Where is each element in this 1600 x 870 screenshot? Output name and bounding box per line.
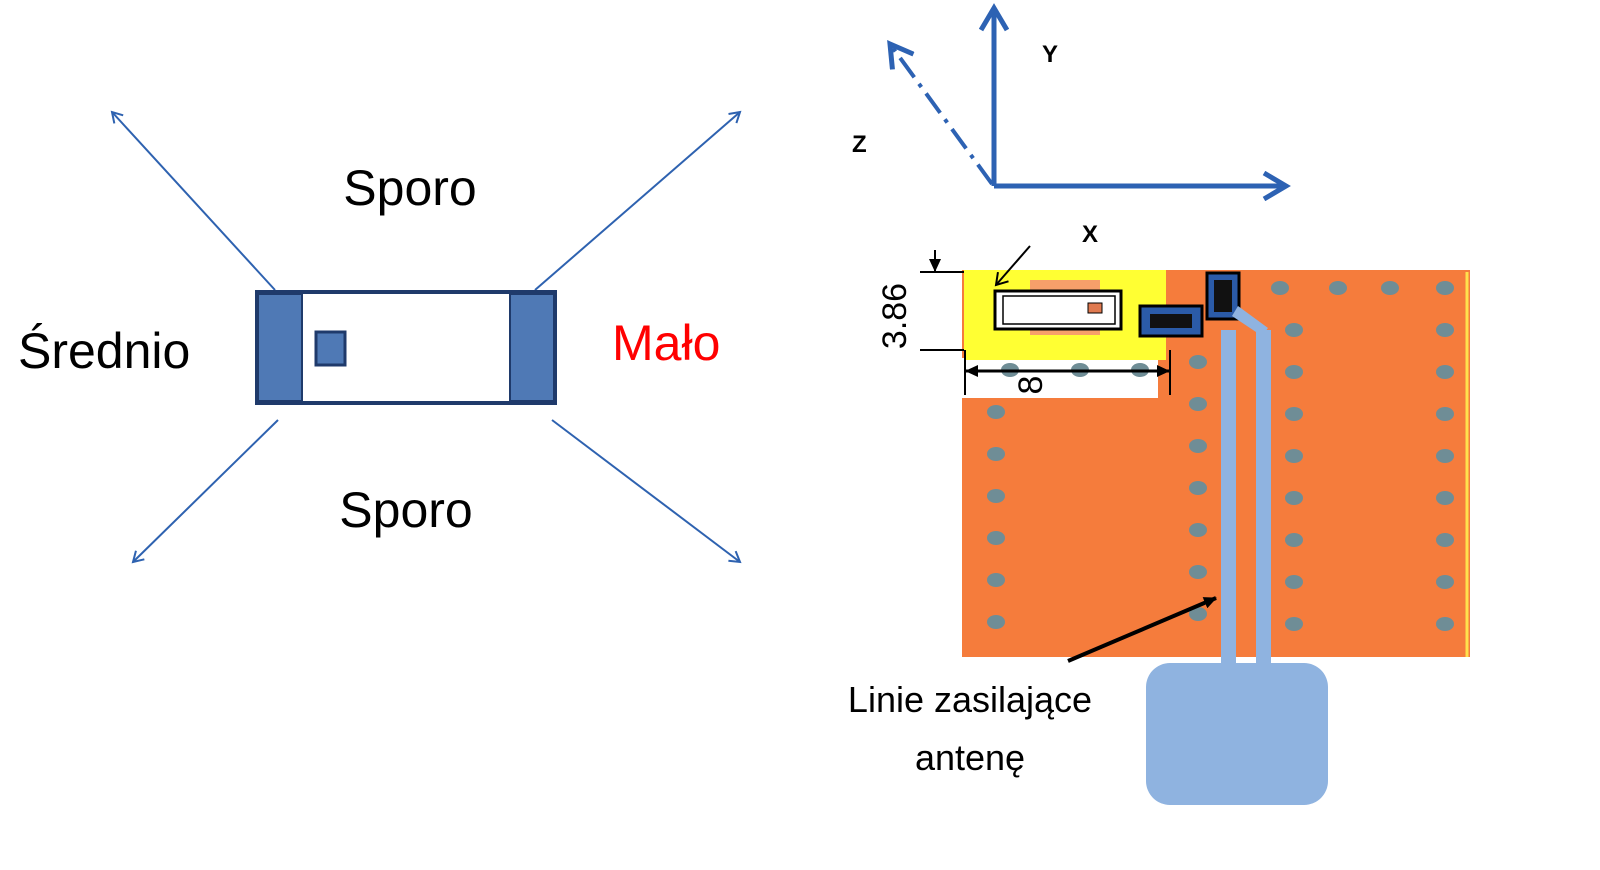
via-dot [1285,617,1303,631]
via-dot [987,447,1005,461]
via-dot [1436,407,1454,421]
via-dot [1189,397,1207,411]
via-dot [1436,323,1454,337]
via-dot [1329,281,1347,295]
radiation-arrow-top-left [110,110,276,291]
radiation-arrow-bottom-right [551,419,742,564]
radiation-arrow-top-right [534,110,742,291]
feed-line-right [1256,330,1271,665]
feed-line-left [1221,330,1236,665]
left-diagram: Sporo Sporo Średnio Mało [18,110,742,564]
axis-label-z: Z [852,131,867,158]
dimension-height: 3.86 [876,250,964,351]
label-right: Mało [612,315,720,371]
axis-label-y: Y [1042,41,1058,68]
via-dot [987,405,1005,419]
via-dot [1436,533,1454,547]
right-diagram: Y Z X 3.86 [848,8,1470,805]
via-dot [1189,355,1207,369]
via-dot [1285,323,1303,337]
z-axis-arrow [890,44,994,186]
label-left: Średnio [18,322,190,379]
via-dot [1285,365,1303,379]
via-dot [1189,565,1207,579]
chip-marker [314,330,347,367]
matching-component-1-body [1150,314,1192,328]
axis-label-x: X [1082,221,1098,248]
vias [987,281,1454,631]
via-dot [1189,439,1207,453]
via-dot [987,573,1005,587]
via-dot [1189,607,1207,621]
dimension-width: 8 [964,350,1171,395]
via-dot [1436,449,1454,463]
dimension-width-value: 8 [1012,376,1050,395]
matching-component-2-body [1214,280,1232,312]
radiation-arrow-bottom-left [131,419,279,564]
via-dot [1271,281,1289,295]
antenna-chip-mark [1087,302,1103,314]
feed-pointer-arrow [1067,596,1217,663]
antenna-pointer-arrow [994,245,1031,287]
chip-terminal-right [509,293,555,402]
via-dot [1285,407,1303,421]
via-dot [987,531,1005,545]
caption-line-1: Linie zasilające [848,679,1092,720]
via-dot [1285,491,1303,505]
label-top: Sporo [343,160,476,216]
via-dot [1189,523,1207,537]
via-dot [1436,617,1454,631]
keepout-notch [958,358,1158,398]
dimension-height-value: 3.86 [876,283,914,349]
via-dot [1285,449,1303,463]
via-dot [1436,365,1454,379]
feed-bend [1232,306,1268,336]
caption-line-2: antenę [915,737,1025,778]
connector-pad [1146,663,1328,805]
via-dot [1285,575,1303,589]
via-dot [1436,281,1454,295]
via-dot [1436,575,1454,589]
via-dot [1189,481,1207,495]
axes: Y Z X [852,8,1286,248]
via-dot [1285,533,1303,547]
via-dot [987,615,1005,629]
antenna-chip-inner [1002,295,1116,325]
label-bottom: Sporo [339,482,472,538]
via-dot [1436,491,1454,505]
via-dot [1381,281,1399,295]
chip-terminal-left [257,293,303,402]
via-dot [987,489,1005,503]
